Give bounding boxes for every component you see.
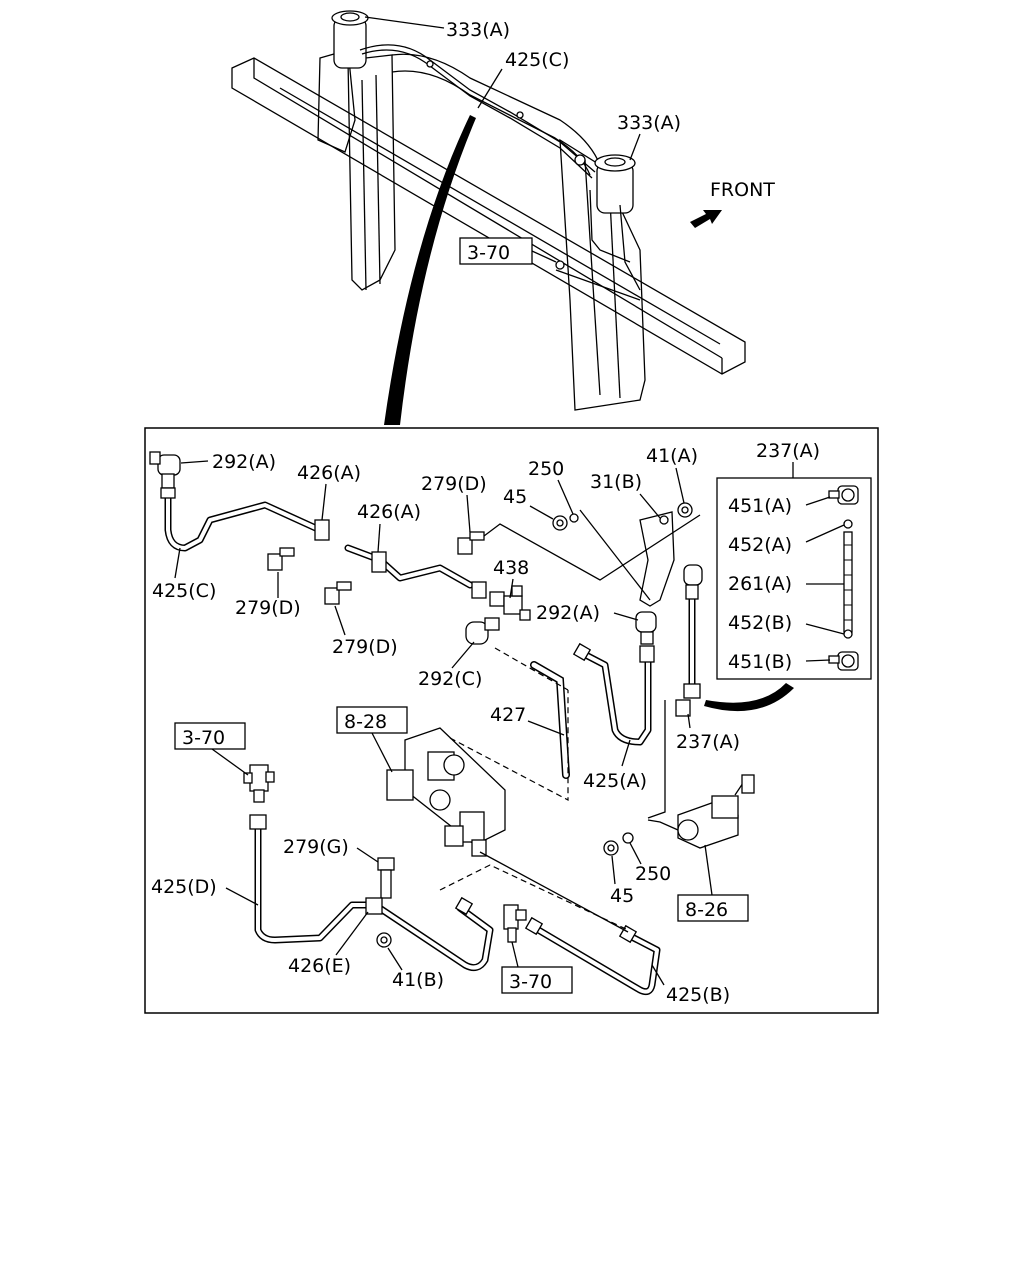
sensor-elbow (683, 564, 703, 600)
callout-333a-right: 333(A) (617, 112, 681, 134)
elbow-292a-2 (635, 611, 657, 663)
callout-425b: 425(B) (666, 984, 730, 1006)
callout-292c: 292(C) (418, 668, 482, 690)
callout-426a-2: 426(A) (357, 501, 421, 523)
ref-8-26: 8-26 (685, 899, 728, 921)
ref-box-3-70-left[interactable] (174, 722, 246, 750)
nut-41b (376, 932, 392, 948)
callout-31b: 31(B) (590, 471, 642, 493)
callout-45-1: 45 (503, 486, 527, 508)
callout-261a: 261(A) (728, 573, 792, 595)
valve-unit-8-28 (386, 727, 506, 857)
ref-box-8-28[interactable] (336, 706, 408, 734)
elbow-292c (465, 617, 500, 645)
callout-438: 438 (493, 557, 529, 579)
ref-3-70-top: 3-70 (467, 242, 510, 264)
components (149, 451, 755, 948)
sensor-assembly-237a: 237(A) 451(A) 452(A) 261(A) 452(B) 451(B… (704, 440, 872, 712)
bracket-31b (639, 511, 675, 607)
clip-426a-1 (314, 519, 330, 541)
leader-lines (439, 509, 701, 933)
front-arrow-icon (690, 210, 722, 228)
callout-452b: 452(B) (728, 612, 792, 634)
callout-279g: 279(G) (283, 836, 349, 858)
callout-41a: 41(A) (646, 445, 698, 467)
bolt-279g (377, 857, 395, 899)
callout-250-1: 250 (528, 458, 564, 480)
top-callouts: 333(A) 425(C) 333(A) 3-70 (364, 16, 681, 265)
solenoid-8-26 (647, 774, 755, 849)
front-direction: FRONT (690, 179, 775, 228)
pipes (164, 486, 696, 996)
callout-333a-top: 333(A) (446, 19, 510, 41)
washer-250-1 (569, 513, 579, 523)
ref-8-28: 8-28 (344, 711, 387, 733)
callout-45-2: 45 (610, 885, 634, 907)
clip-426e (365, 897, 383, 915)
callout-426e: 426(E) (288, 955, 351, 977)
ref-3-70-bottom: 3-70 (509, 971, 552, 993)
nut-45-1 (552, 515, 568, 531)
front-label: FRONT (710, 179, 775, 201)
bolt-279d-3 (457, 531, 485, 555)
callout-41b: 41(B) (392, 969, 444, 991)
callout-292a-1: 292(A) (212, 451, 276, 473)
callout-279d-3: 279(D) (332, 636, 398, 658)
callout-452a: 452(A) (728, 534, 792, 556)
nut-41a (677, 502, 693, 518)
elbow-292a-1 (149, 451, 181, 499)
ref-3-70-left: 3-70 (182, 727, 225, 749)
callout-292a-2: 292(A) (536, 602, 600, 624)
union-fitting-3-70-bottom (503, 904, 527, 943)
union-fitting-3-70-left (243, 764, 275, 830)
callout-237a-2: 237(A) (676, 731, 740, 753)
callout-250-2: 250 (635, 863, 671, 885)
callout-425a: 425(A) (583, 770, 647, 792)
ref-box-3-70-bottom[interactable] (501, 966, 573, 994)
sensor-end-237a (675, 683, 701, 717)
ref-box-8-26[interactable] (677, 894, 749, 922)
callout-425c: 425(C) (152, 580, 216, 602)
bolt-279d-2 (324, 581, 352, 605)
washer-250-2 (622, 832, 634, 844)
callout-451b: 451(B) (728, 651, 792, 673)
tee-fitting-438 (471, 581, 531, 621)
callout-426a-1: 426(A) (297, 462, 361, 484)
callout-425d: 425(D) (151, 876, 217, 898)
callout-237a-box: 237(A) (756, 440, 820, 462)
clip-426a-2 (371, 551, 387, 573)
callout-279d-2: 279(D) (235, 597, 301, 619)
bolt-279d-1 (267, 547, 295, 571)
detail-frame (144, 427, 879, 1014)
nut-45-2 (603, 840, 619, 856)
ref-box-3-70-top[interactable] (459, 237, 533, 265)
callout-425c-top: 425(C) (505, 49, 569, 71)
callout-279d-1: 279(D) (421, 473, 487, 495)
detail-callouts: 292(A) 426(A) 426(A) 279(D) 279(D) 279(D… (151, 445, 749, 1006)
callout-427: 427 (490, 704, 526, 726)
callout-451a: 451(A) (728, 495, 792, 517)
cab-frame-assembly (231, 10, 746, 425)
